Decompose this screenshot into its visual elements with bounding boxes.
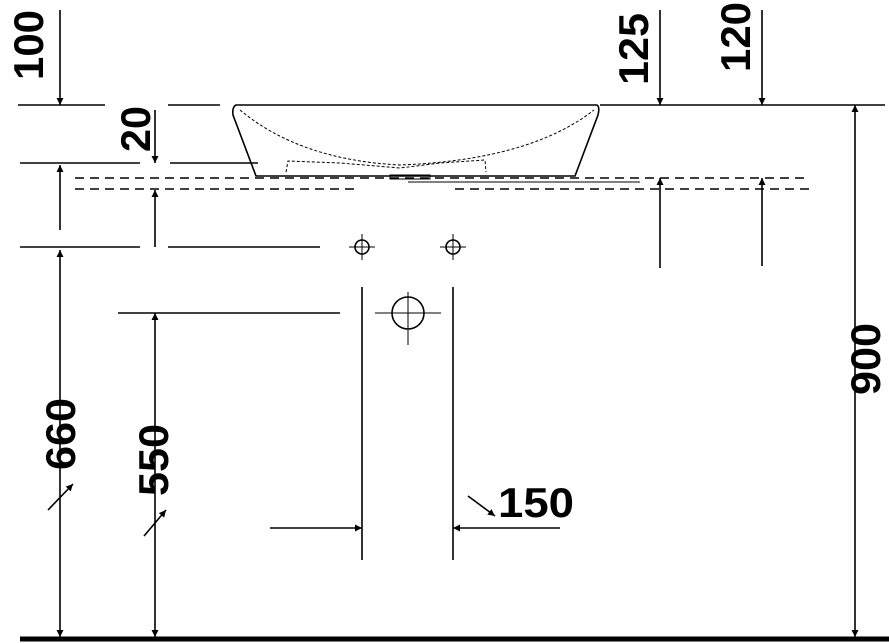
tap-hole-right xyxy=(440,234,466,260)
tap-hole-left xyxy=(349,234,375,260)
dim-125: 125 xyxy=(610,13,657,85)
dim-100: 100 xyxy=(5,10,52,80)
reference-lines xyxy=(18,104,885,560)
dim-120: 120 xyxy=(712,2,759,72)
basin-outline xyxy=(232,104,600,180)
dim-550: 550 xyxy=(130,424,177,496)
waste-outlet xyxy=(375,292,441,345)
dim-20: 20 xyxy=(112,106,159,152)
dashed-countertop-lines xyxy=(75,177,815,190)
dim-660: 660 xyxy=(37,398,84,470)
dimension-arrows xyxy=(47,10,859,637)
dim-150: 150 xyxy=(498,479,574,526)
dim-900: 900 xyxy=(842,323,889,395)
